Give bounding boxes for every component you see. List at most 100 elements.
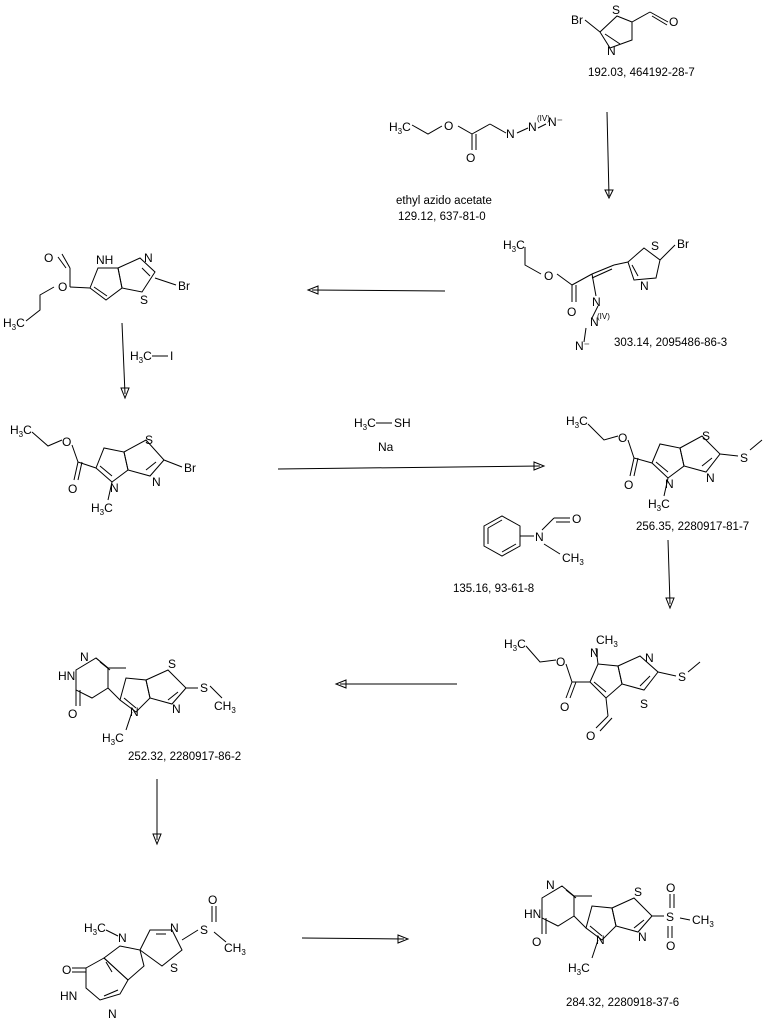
atom-label: H3C xyxy=(10,423,32,439)
atom-label: O xyxy=(44,251,53,265)
atom-label: H3C xyxy=(102,731,124,747)
atom-label: S xyxy=(634,885,642,899)
atom-label: S xyxy=(200,923,208,937)
atom-label: O xyxy=(62,435,71,449)
compound-ethyl-azidoacetate: H3C O O N N (IV) N⁻ ethyl azido acetate … xyxy=(389,114,563,223)
atom-label: N xyxy=(596,933,605,947)
atom-label: N xyxy=(607,44,616,58)
reaction-arrow xyxy=(604,111,614,200)
atom-label: N xyxy=(172,702,181,716)
atom-label: SH xyxy=(394,416,411,430)
atom-label: N xyxy=(645,651,654,665)
compound-bromothiazole-aldehyde: S N Br O 192.03, 464192-28-7 xyxy=(571,3,695,79)
atom-label: CH3 xyxy=(692,913,714,929)
atom-label: N xyxy=(638,930,647,944)
compound-n-methylformanilide: N O CH3 135.16, 93-61-8 xyxy=(453,512,584,595)
atom-label: NH xyxy=(96,253,113,267)
atom-label: Br xyxy=(184,461,196,475)
atom-label: S xyxy=(612,3,620,17)
atom-label: S xyxy=(651,239,659,253)
compound-pyridazinone-sme: N HN O N N S S CH3 H3C 252.32, 2280917-8… xyxy=(58,650,241,763)
reaction-arrow xyxy=(301,934,410,944)
atom-label: S xyxy=(140,293,148,307)
atom-label: S xyxy=(678,670,686,684)
atom-label: HN xyxy=(58,669,75,683)
reagent-label: H3C xyxy=(354,416,376,432)
atom-label: Br xyxy=(571,13,583,27)
atom-label: N xyxy=(130,705,139,719)
atom-label: O xyxy=(208,893,217,907)
atom-label: H3C xyxy=(91,501,113,517)
atom-label: I xyxy=(170,349,173,363)
atom-label: N⁻ xyxy=(548,115,563,129)
reaction-arrow xyxy=(306,285,446,295)
atom-label: H3C xyxy=(568,961,590,977)
reagent-label: Na xyxy=(378,440,394,454)
reaction-arrow xyxy=(334,679,457,689)
compound-n-methyl-bromide: H3C O O S N N Br H3C xyxy=(10,423,196,517)
atom-label: CH3 xyxy=(562,551,584,567)
atom-label: N xyxy=(170,921,179,935)
atom-label: O xyxy=(567,305,576,319)
compound-caption: 303.14, 2095486-86-3 xyxy=(614,337,727,349)
atom-label: S xyxy=(702,429,710,443)
atom-label: H3C xyxy=(648,497,670,513)
atom-label: N xyxy=(590,646,599,660)
compound-caption: 129.12, 637-81-0 xyxy=(398,211,486,223)
atom-label: O xyxy=(618,431,627,445)
charge-label: (IV) xyxy=(537,114,550,123)
atom-label: CH3 xyxy=(214,699,236,715)
atom-label: CH3 xyxy=(224,941,246,957)
atom-label: H3C xyxy=(566,414,588,430)
compound-name: ethyl azido acetate xyxy=(396,195,492,207)
atom-label: S xyxy=(740,451,748,465)
atom-label: O xyxy=(58,280,67,294)
atom-label: HN xyxy=(60,989,77,1003)
atom-label: N xyxy=(592,295,601,309)
atom-label: S xyxy=(200,681,208,695)
reaction-arrow xyxy=(665,539,675,610)
reaction-arrow xyxy=(277,461,546,471)
compound-caption: 284.32, 2280918-37-6 xyxy=(566,997,679,1009)
atom-label: N xyxy=(506,127,515,141)
atom-label: Br xyxy=(178,279,190,293)
atom-label: N⁻ xyxy=(575,339,590,353)
reaction-arrow xyxy=(120,322,130,400)
atom-label: H3C xyxy=(503,238,525,254)
atom-label: N xyxy=(590,315,599,329)
compound-vinyl-azide: H3C O O S N Br N N (IV) N⁻ 303.14, 20954… xyxy=(503,237,727,353)
atom-label: N xyxy=(528,120,537,134)
atom-label: H3C xyxy=(84,921,106,937)
compound-methylthio-ester: H3C O O S S N N H3C 256.35, 2280917-81-7 xyxy=(566,414,763,533)
compound-caption: 192.03, 464192-28-7 xyxy=(588,67,695,79)
atom-label: S xyxy=(145,433,153,447)
atom-label: H3C xyxy=(504,637,526,653)
atom-label: N xyxy=(118,931,127,945)
compound-caption: 252.32, 2280917-86-2 xyxy=(128,751,241,763)
reaction-arrow xyxy=(152,779,162,846)
atom-label: O xyxy=(572,512,581,526)
compound-sulfone-product: N HN O N N S S O O CH3 H3C 284.32, 22809… xyxy=(524,878,714,1009)
atom-label: Br xyxy=(677,237,689,251)
compound-caption: 256.35, 2280917-81-7 xyxy=(636,521,749,533)
atom-label: H3C xyxy=(3,316,25,332)
atom-label: N xyxy=(546,878,555,892)
compound-sulfoxide: H3C N N S S O CH3 O HN N xyxy=(60,893,246,1021)
atom-label: O xyxy=(466,151,475,165)
atom-label: O xyxy=(556,655,565,669)
charge-label: (IV) xyxy=(597,312,610,321)
atom-label: N xyxy=(110,481,119,495)
atom-label: O xyxy=(624,478,633,492)
atom-label: N xyxy=(144,251,153,265)
atom-label: O xyxy=(669,15,678,29)
atom-label: N xyxy=(665,477,674,491)
atom-label: N xyxy=(108,1007,117,1021)
atom-label: N xyxy=(535,530,544,544)
atom-label: CH3 xyxy=(596,633,618,649)
atom-label: O xyxy=(560,700,569,714)
atom-label: S xyxy=(640,697,648,711)
atom-label: O xyxy=(666,939,675,953)
atom-label: N xyxy=(640,279,649,293)
atom-label: O xyxy=(444,119,453,133)
